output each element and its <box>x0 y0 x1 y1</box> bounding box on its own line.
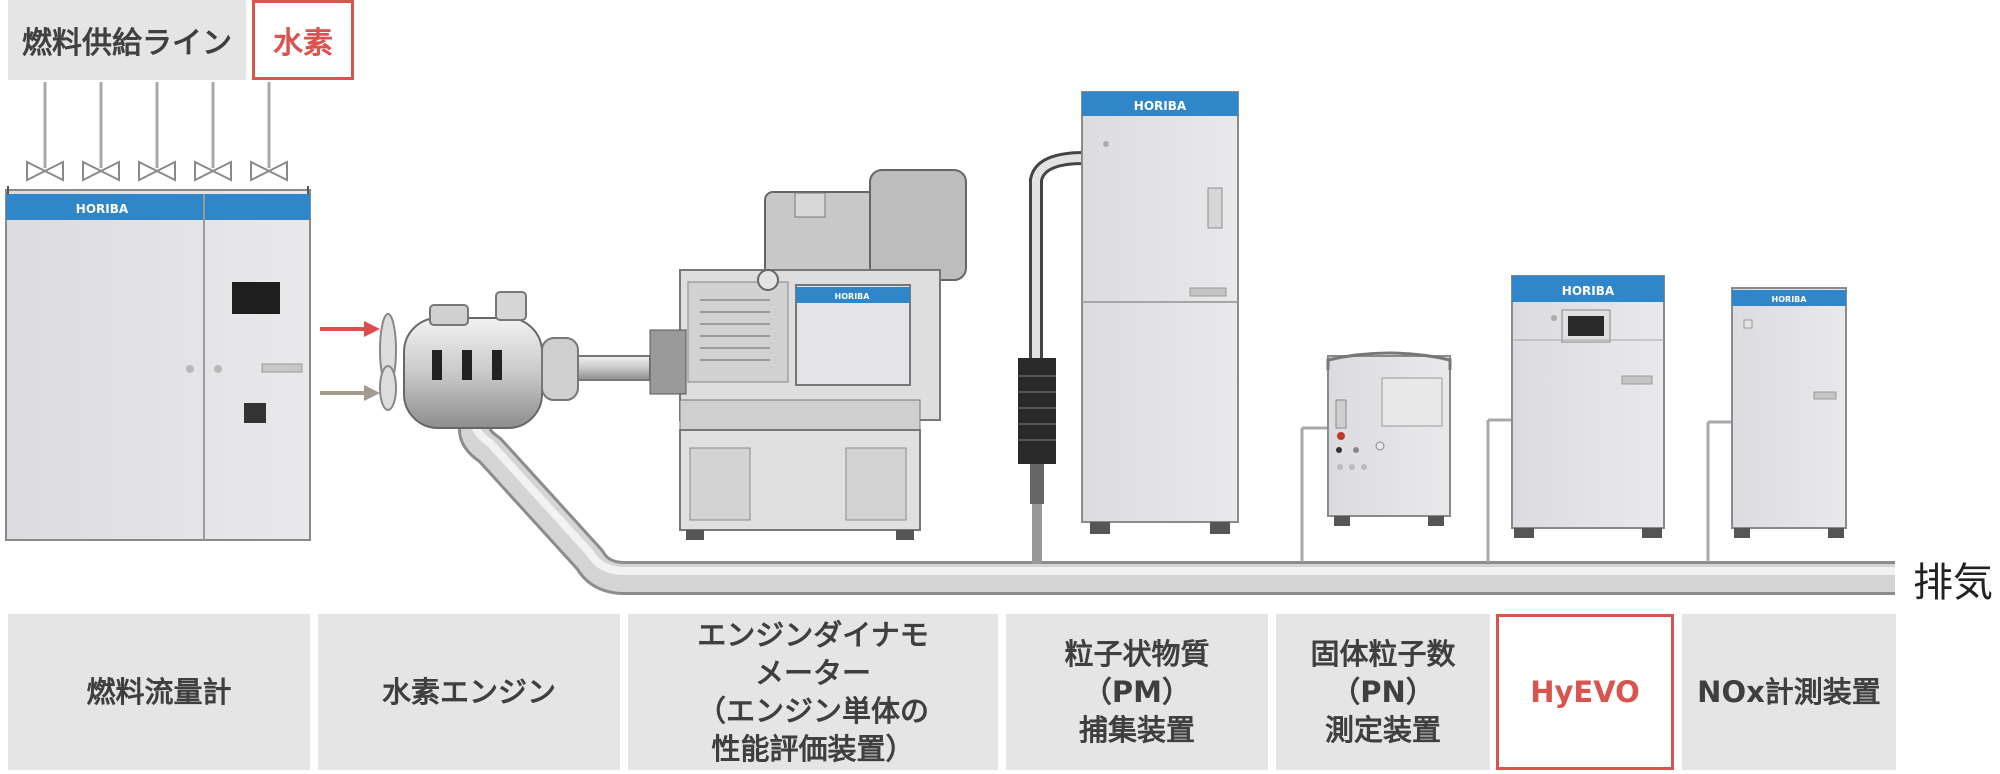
caption-engine-dynamometer: エンジンダイナモ メーター （エンジン単体の 性能評価装置） <box>628 614 998 770</box>
caption-hydrogen-engine: 水素エンジン <box>318 614 620 770</box>
svg-text:HORIBA: HORIBA <box>1134 99 1187 113</box>
svg-text:HORIBA: HORIBA <box>1772 295 1808 304</box>
pn-measurement-device <box>1300 351 1452 562</box>
fuel-arrow-hydrogen <box>320 321 380 337</box>
engine-dynamometer: HORIBA <box>649 169 967 540</box>
svg-text:HORIBA: HORIBA <box>1562 284 1615 298</box>
valve-icons <box>26 160 288 182</box>
brand-logo: HORIBA <box>76 202 129 216</box>
caption-fuel-flow-meter: 燃料流量計 <box>8 614 310 770</box>
fuel-flow-meter-cabinet: HORIBA <box>5 186 311 541</box>
pm-collector-cabinet: HORIBA <box>1081 91 1239 534</box>
pm-sampler-probe <box>1018 151 1085 564</box>
exhaust-label: 排気 <box>1913 560 1993 606</box>
fuel-arrow-other <box>320 385 380 401</box>
hydrogen-engine <box>379 291 651 429</box>
caption-hyevo: HyEVO <box>1496 614 1674 770</box>
hydrogen-label: 水素 <box>252 0 354 80</box>
svg-text:HORIBA: HORIBA <box>835 292 871 301</box>
caption-nox-device: NOx計測装置 <box>1682 614 1896 770</box>
fuel-supply-pipes <box>43 82 271 168</box>
nox-analyzer: HORIBA <box>1706 287 1847 562</box>
caption-pm-collector: 粒子状物質 （PM） 捕集装置 <box>1006 614 1268 770</box>
caption-pn-device: 固体粒子数 （PN） 測定装置 <box>1276 614 1490 770</box>
hyevo-device: HORIBA <box>1486 275 1665 562</box>
display-screen <box>232 282 280 314</box>
fuel-supply-line-label: 燃料供給ライン <box>8 0 246 80</box>
